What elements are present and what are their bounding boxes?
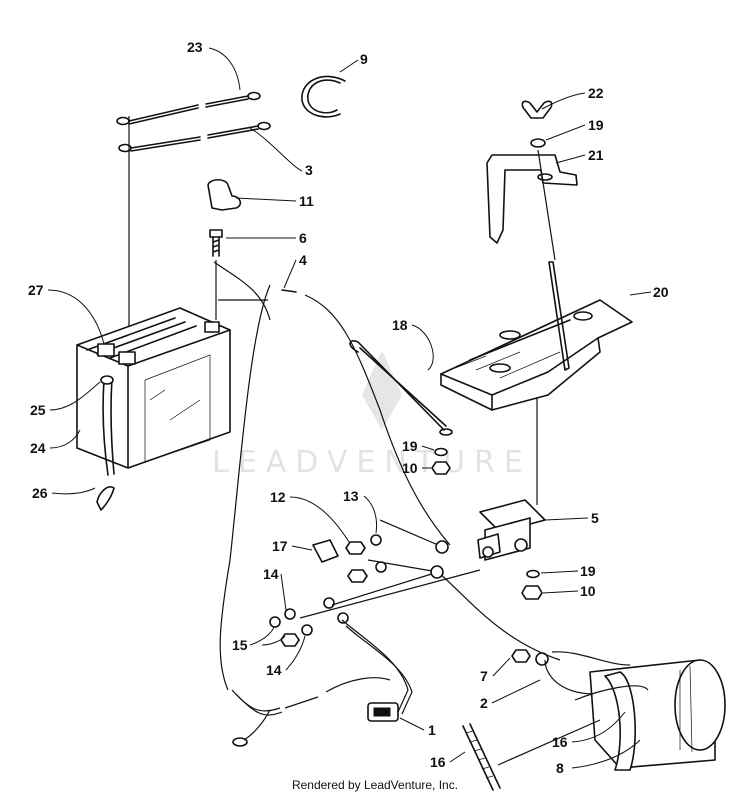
watermark: LEADVENTURE [212, 350, 532, 480]
wire-4 [281, 289, 297, 293]
callout-19-mid: 19 [402, 438, 418, 454]
washer-19-low [526, 569, 540, 579]
starter-solenoid-5 [477, 499, 546, 561]
callout-15: 15 [232, 637, 248, 653]
tray-guide-line [537, 149, 556, 261]
callout-10-mid: 10 [402, 460, 418, 476]
wing-nut-22 [521, 100, 553, 119]
callout-16-left: 16 [430, 754, 446, 770]
wire-loom-16 [462, 723, 501, 791]
battery-27 [76, 307, 231, 469]
callout-12: 12 [270, 489, 286, 505]
callout-26: 26 [32, 485, 48, 501]
strap-8 [574, 685, 649, 701]
callout-6: 6 [299, 230, 307, 246]
callout-labels: 23 9 22 19 21 3 11 6 4 27 20 18 25 24 19… [28, 39, 669, 776]
callout-24: 24 [30, 440, 46, 456]
callout-9: 9 [360, 51, 368, 67]
watermark-text: LEADVENTURE [212, 445, 532, 480]
callout-3: 3 [305, 162, 313, 178]
callout-23: 23 [187, 39, 203, 55]
battery-cable-23 [116, 91, 261, 126]
terminal-17 [312, 539, 339, 563]
bolt-6 [209, 229, 223, 257]
hold-down-bracket-21 [486, 154, 578, 244]
nut-10-low [521, 585, 543, 600]
nut-10-mid [431, 461, 451, 475]
washer-19-top [530, 138, 546, 148]
callout-21: 21 [588, 147, 604, 163]
nut-7 [511, 649, 549, 666]
strap-line [497, 719, 601, 766]
callout-4: 4 [299, 252, 307, 268]
battery-cable-3 [118, 121, 271, 153]
washer-19-mid [434, 447, 448, 457]
callout-1: 1 [428, 722, 436, 738]
callout-17: 17 [272, 538, 288, 554]
vent-tube-26 [96, 486, 115, 511]
callout-19-top: 19 [588, 117, 604, 133]
callout-13: 13 [343, 488, 359, 504]
vent-tube-24 [100, 375, 115, 476]
terminal-boot-11 [207, 178, 242, 211]
hardware-12-13 [345, 534, 387, 583]
connector-1 [367, 702, 399, 722]
starter-motor [589, 659, 726, 771]
footer-credit: Rendered by LeadVenture, Inc. [291, 778, 459, 792]
callout-14-bottom: 14 [266, 662, 282, 678]
callout-18: 18 [392, 317, 408, 333]
callout-5: 5 [591, 510, 599, 526]
wiring-harness [213, 261, 631, 747]
callout-7: 7 [480, 668, 488, 684]
callout-8: 8 [556, 760, 564, 776]
callout-20: 20 [653, 284, 669, 300]
leader-lines [47, 47, 652, 769]
callout-11: 11 [299, 193, 314, 209]
callout-10-low: 10 [580, 583, 596, 599]
callout-16-right: 16 [552, 734, 568, 750]
callout-22: 22 [588, 85, 604, 101]
hose-clamp-9 [301, 75, 346, 118]
callout-27: 27 [28, 282, 44, 298]
callout-2: 2 [480, 695, 488, 711]
battery-tray-20 [440, 261, 633, 411]
callout-25: 25 [30, 402, 46, 418]
callout-19-low: 19 [580, 563, 596, 579]
callout-14-top: 14 [263, 566, 279, 582]
